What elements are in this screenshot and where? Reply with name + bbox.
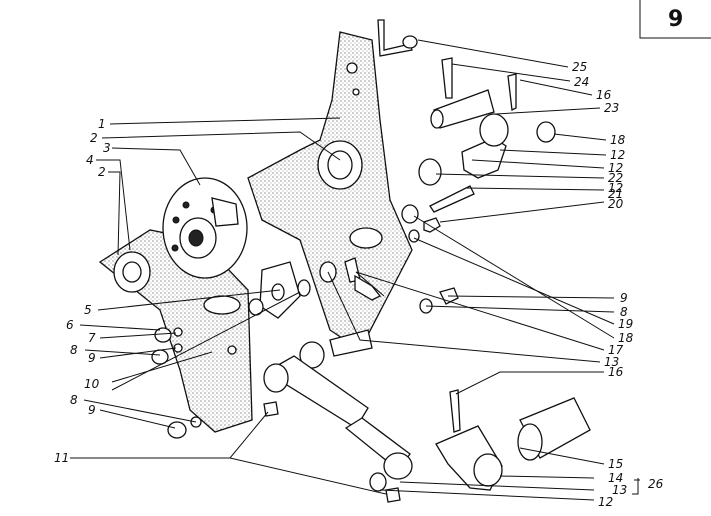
axle-end xyxy=(430,109,444,129)
nut-left-3 xyxy=(167,421,187,439)
label-14: 14 xyxy=(608,471,623,485)
part-labels-right: 25 24 16 23 18 12 12 22 12 21 20 9 8 19 … xyxy=(572,60,664,509)
label-12-bottom: 12 xyxy=(598,495,613,509)
plate-hole-mid xyxy=(352,88,360,96)
label-13: 13 xyxy=(604,355,619,369)
label-13-lower: 13 xyxy=(612,483,627,497)
label-12-b: 12 xyxy=(608,161,623,175)
bushing-large-bore xyxy=(327,150,353,180)
label-26: 26 xyxy=(648,477,664,491)
long-lever-eye xyxy=(263,363,289,393)
leader-lines xyxy=(70,39,640,501)
washer-small-right xyxy=(408,229,420,243)
crank-hub xyxy=(473,453,503,487)
label-2-lower: 2 xyxy=(98,165,106,179)
page-number-box: 9 xyxy=(639,0,711,39)
plate-hole-top xyxy=(346,62,358,74)
lower-lever-eye xyxy=(383,452,413,480)
long-lever xyxy=(264,355,369,429)
label-11: 11 xyxy=(54,451,69,465)
washer-bottom xyxy=(369,472,387,492)
label-21: 21 xyxy=(608,187,623,201)
page-number: 9 xyxy=(668,7,683,32)
gear-bore xyxy=(188,229,204,247)
label-23: 23 xyxy=(604,101,619,115)
bolt-upper xyxy=(429,185,475,213)
label-24: 24 xyxy=(574,75,589,89)
washer-mid xyxy=(297,279,311,297)
part-labels-left: 1 2 3 4 2 5 6 7 8 9 10 8 9 11 xyxy=(54,117,111,465)
label-20: 20 xyxy=(608,197,624,211)
label-10: 10 xyxy=(84,377,100,391)
cotter-pin-lower xyxy=(449,389,461,433)
spacer-right xyxy=(401,204,419,224)
label-17: 17 xyxy=(608,343,624,357)
label-5: 5 xyxy=(84,303,92,317)
label-8-upper: 8 xyxy=(70,343,78,357)
front-plate-hole xyxy=(227,345,237,355)
nut-left-1 xyxy=(154,327,172,343)
pin-shaft xyxy=(329,329,373,357)
label-15: 15 xyxy=(608,457,623,471)
washer-left-1 xyxy=(173,327,183,337)
cotter-pin-top xyxy=(441,57,453,99)
label-18-lower: 18 xyxy=(618,331,634,345)
pin-tip xyxy=(402,35,418,49)
label-9-right: 9 xyxy=(620,291,628,305)
label-9-upper: 9 xyxy=(88,351,96,365)
label-8-lower: 8 xyxy=(70,393,78,407)
label-8-right: 8 xyxy=(620,305,628,319)
label-12-a: 12 xyxy=(610,148,625,162)
bolt-small-bottom xyxy=(385,487,401,503)
label-12-c: 12 xyxy=(608,181,623,195)
cotter-pin-right xyxy=(507,73,517,111)
label-16-upper: 16 xyxy=(596,88,612,102)
label-1: 1 xyxy=(98,117,106,131)
label-22: 22 xyxy=(608,171,623,185)
front-plate-slot xyxy=(203,295,241,315)
gear-pinion xyxy=(211,197,239,227)
label-19: 19 xyxy=(618,317,633,331)
front-bushing-bore xyxy=(122,261,142,283)
label-6: 6 xyxy=(66,318,74,332)
label-4: 4 xyxy=(86,153,94,167)
label-18-upper: 18 xyxy=(610,133,626,147)
label-2-upper: 2 xyxy=(90,131,98,145)
rear-bracket-plate xyxy=(247,31,413,351)
label-25: 25 xyxy=(572,60,587,74)
washer-right xyxy=(418,158,442,186)
label-3: 3 xyxy=(103,141,111,155)
nut-upper-right xyxy=(536,121,556,143)
label-16-lower: 16 xyxy=(608,365,624,379)
plate-cutout xyxy=(349,227,383,249)
cam-sleeve-end xyxy=(517,423,543,461)
label-7: 7 xyxy=(88,331,96,345)
roller-bushing xyxy=(479,113,509,147)
spring-coil xyxy=(354,274,382,301)
lever-bracket-hole xyxy=(271,283,285,301)
label-9-lower: 9 xyxy=(88,403,96,417)
